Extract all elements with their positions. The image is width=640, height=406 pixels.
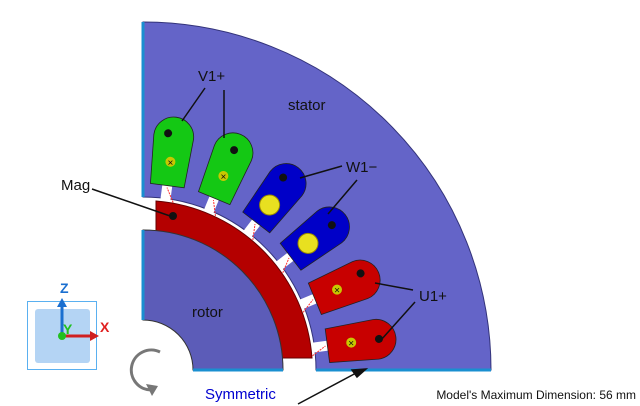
current-into-icon: [165, 156, 176, 167]
leader-dot: [230, 146, 239, 155]
slot-u1[interactable]: ×: [292, 254, 386, 323]
slot-w1[interactable]: [266, 199, 358, 282]
current-out-icon: [259, 194, 281, 216]
y-axis-dot: [58, 332, 66, 340]
slot-v1[interactable]: ×: [145, 115, 196, 204]
label-mag: Mag: [61, 177, 90, 194]
slot-u1[interactable]: ×: [309, 317, 398, 368]
magnetization-arrow: [166, 187, 174, 203]
label-stator: stator: [288, 97, 326, 114]
slot-opening: [312, 340, 331, 353]
leader-lines: [91, 87, 416, 405]
current-out-icon: [297, 232, 319, 254]
label-w1: W1−: [346, 159, 378, 176]
label-v1: V1+: [198, 68, 225, 85]
label-rotor: rotor: [192, 304, 223, 321]
rotor-region[interactable]: [142, 229, 284, 371]
slot-v1[interactable]: ×: [190, 127, 259, 221]
leader-dot: [169, 212, 177, 220]
svg-text:×: ×: [348, 339, 354, 350]
magnetization-arrow: [212, 199, 216, 217]
svg-text:×: ×: [220, 172, 226, 183]
coil: [324, 318, 397, 364]
slot-opening: [160, 182, 173, 201]
slot-w1[interactable]: [231, 156, 314, 248]
axis-y-label: Y: [63, 321, 73, 337]
label-symmetric: Symmetric: [205, 386, 276, 403]
current-into-icon: [218, 170, 229, 181]
max-dimension-status: Model's Maximum Dimension: 56 mm: [436, 388, 636, 402]
coil: [197, 132, 254, 206]
svg-text:×: ×: [334, 286, 340, 297]
leader-dot: [164, 129, 173, 138]
leader-dot: [279, 173, 288, 182]
axis-triad[interactable]: Z Y X: [27, 280, 111, 370]
magnetization-arrow: [252, 223, 256, 241]
rotate-view-icon[interactable]: [129, 348, 161, 396]
magnetization-arrow: [282, 257, 290, 274]
leader-dot: [374, 334, 383, 343]
svg-text:×: ×: [167, 158, 173, 169]
stator-region[interactable]: [142, 21, 492, 371]
label-u1: U1+: [419, 288, 447, 305]
current-into-icon: [346, 337, 357, 348]
magnetization-arrow: [312, 345, 326, 357]
leader-dot: [356, 269, 365, 278]
axis-z-label: Z: [60, 280, 69, 296]
magnetization-arrow: [302, 299, 314, 313]
coil: [149, 116, 195, 189]
current-into-icon: [332, 284, 343, 295]
leader-dot: [327, 221, 336, 230]
axis-x-label: X: [100, 319, 110, 335]
